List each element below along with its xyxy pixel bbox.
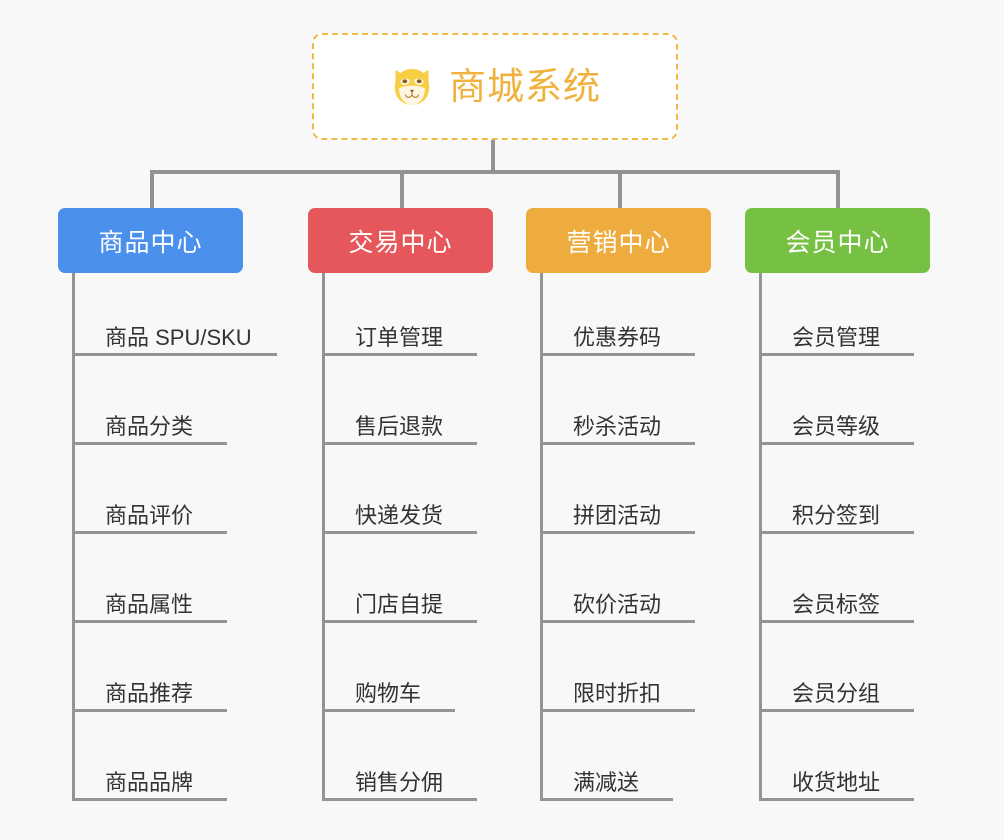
leaf-label: 拼团活动 — [573, 502, 662, 528]
leaf-label: 积分签到 — [792, 502, 881, 528]
leaf-item[interactable]: 商品评价 — [72, 445, 227, 534]
leaf-label: 秒杀活动 — [573, 413, 662, 439]
leaf-item[interactable]: 会员标签 — [759, 534, 914, 623]
category-box-marketing-center[interactable]: 营销中心 — [526, 208, 711, 273]
branch-stem-product-center — [72, 273, 75, 800]
category-label-member-center: 会员中心 — [785, 228, 890, 257]
leaf-label: 快递发货 — [355, 502, 444, 528]
leaf-label: 收货地址 — [792, 769, 881, 795]
leaf-item[interactable]: 商品属性 — [72, 534, 227, 623]
category-box-trade-center[interactable]: 交易中心 — [308, 208, 493, 273]
leaf-item[interactable]: 购物车 — [322, 623, 455, 712]
branch-stem-trade-center — [322, 273, 325, 800]
leaf-label: 购物车 — [355, 680, 422, 706]
leaf-item[interactable]: 会员管理 — [759, 267, 914, 356]
leaf-item[interactable]: 商品 SPU/SKU — [72, 267, 277, 356]
leaf-label: 商品评价 — [105, 502, 194, 528]
horizontal-bus-connector — [150, 170, 840, 174]
drop-connector-product-center — [150, 170, 154, 210]
drop-connector-member-center — [836, 170, 840, 210]
root-label: 商城系统 — [449, 66, 601, 107]
branch-stem-marketing-center — [540, 273, 543, 800]
drop-connector-trade-center — [400, 170, 404, 210]
leaf-label: 售后退款 — [355, 413, 444, 439]
leaf-item[interactable]: 限时折扣 — [540, 623, 695, 712]
leaf-item[interactable]: 销售分佣 — [322, 712, 477, 801]
leaf-item[interactable]: 优惠券码 — [540, 267, 695, 356]
drop-connector-marketing-center — [618, 170, 622, 210]
category-box-product-center[interactable]: 商品中心 — [58, 208, 243, 273]
leaf-item[interactable]: 商品品牌 — [72, 712, 227, 801]
root-node[interactable]: 商城系统 — [312, 33, 678, 140]
leaf-item[interactable]: 会员分组 — [759, 623, 914, 712]
leaf-label: 商品品牌 — [105, 769, 194, 795]
leaf-label: 会员等级 — [792, 413, 881, 439]
root-stem-connector — [491, 140, 495, 174]
category-label-marketing-center: 营销中心 — [566, 228, 671, 257]
category-label-product-center: 商品中心 — [98, 228, 203, 257]
leaf-item[interactable]: 商品推荐 — [72, 623, 227, 712]
leaf-label: 会员管理 — [792, 324, 881, 350]
leaf-label: 门店自提 — [355, 591, 444, 617]
branch-stem-member-center — [759, 273, 762, 800]
leaf-label: 商品 SPU/SKU — [105, 324, 252, 350]
leaf-label: 满减送 — [573, 769, 640, 795]
leaf-item[interactable]: 售后退款 — [322, 356, 477, 445]
leaf-label: 商品属性 — [105, 591, 194, 617]
leaf-item[interactable]: 满减送 — [540, 712, 673, 801]
leaf-label: 销售分佣 — [355, 769, 444, 795]
category-box-member-center[interactable]: 会员中心 — [745, 208, 930, 273]
leaf-item[interactable]: 秒杀活动 — [540, 356, 695, 445]
leaf-label: 商品推荐 — [105, 680, 194, 706]
leaf-item[interactable]: 砍价活动 — [540, 534, 695, 623]
category-label-trade-center: 交易中心 — [348, 228, 453, 257]
leaf-item[interactable]: 商品分类 — [72, 356, 227, 445]
leaf-label: 砍价活动 — [573, 591, 662, 617]
leaf-label: 优惠券码 — [573, 324, 662, 350]
leaf-label: 限时折扣 — [573, 680, 662, 706]
leaf-label: 商品分类 — [105, 413, 194, 439]
leaf-item[interactable]: 门店自提 — [322, 534, 477, 623]
leaf-item[interactable]: 拼团活动 — [540, 445, 695, 534]
leaf-item[interactable]: 快递发货 — [322, 445, 477, 534]
leaf-item[interactable]: 积分签到 — [759, 445, 914, 534]
shiba-dog-icon — [394, 68, 430, 105]
leaf-label: 会员标签 — [792, 591, 881, 617]
leaf-label: 订单管理 — [355, 324, 444, 350]
leaf-label: 会员分组 — [792, 680, 881, 706]
leaf-item[interactable]: 收货地址 — [759, 712, 914, 801]
leaf-item[interactable]: 订单管理 — [322, 267, 477, 356]
leaf-item[interactable]: 会员等级 — [759, 356, 914, 445]
